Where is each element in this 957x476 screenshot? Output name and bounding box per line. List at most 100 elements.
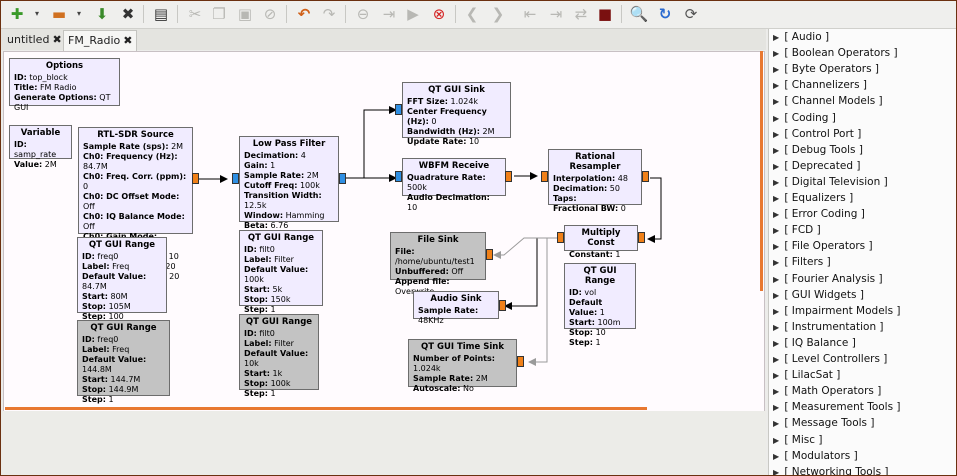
tab-close-icon[interactable]: ✖ (123, 34, 133, 47)
expander-icon[interactable]: ▶ (773, 258, 780, 268)
stop-icon[interactable]: ■ (597, 5, 613, 23)
library-category[interactable]: ▶ [ Math Operators ] (773, 383, 881, 399)
disable-icon[interactable]: ⊖ (356, 5, 370, 23)
library-category[interactable]: ▶ [ Modulators ] (773, 448, 858, 464)
bypass-icon[interactable]: ⇥ (382, 5, 396, 23)
library-category[interactable]: ▶ [ Fourier Analysis ] (773, 271, 883, 287)
expander-icon[interactable]: ▶ (773, 226, 780, 236)
expander-icon[interactable]: ▶ (773, 274, 780, 284)
rotate-ccw-icon[interactable]: ⇤ (523, 5, 537, 23)
library-category[interactable]: ▶ [ Filters ] (773, 254, 831, 270)
library-category[interactable]: ▶ [ Control Port ] (773, 126, 861, 142)
expander-icon[interactable]: ▶ (773, 242, 780, 252)
library-category[interactable]: ▶ [ Measurement Tools ] (773, 399, 901, 415)
library-category[interactable]: ▶ [ Channel Models ] (773, 93, 883, 109)
cut-icon[interactable]: ✂ (188, 5, 202, 23)
expander-icon[interactable]: ▶ (773, 338, 780, 348)
open-icon[interactable]: ▬ (51, 5, 67, 23)
rotate-cw-icon[interactable]: ⇥ (549, 5, 563, 23)
expander-icon[interactable]: ▶ (773, 419, 780, 429)
timesink-in-port[interactable] (517, 356, 524, 367)
expander-icon[interactable]: ▶ (773, 451, 780, 461)
delete-icon[interactable]: ⊘ (263, 5, 277, 23)
wbfm-in-port[interactable] (395, 171, 402, 182)
expander-icon[interactable]: ▶ (773, 129, 780, 139)
find-icon[interactable]: 🔍 (629, 5, 649, 23)
library-category[interactable]: ▶ [ Equalizers ] (773, 190, 853, 206)
library-category[interactable]: ▶ [ Channelizers ] (773, 77, 867, 93)
expander-icon[interactable]: ▶ (773, 177, 780, 187)
library-category[interactable]: ▶ [ Debug Tools ] (773, 142, 863, 158)
expander-icon[interactable]: ▶ (773, 355, 780, 364)
library-category[interactable]: ▶ [ Networking Tools ] (773, 464, 889, 475)
multiply-in-port[interactable] (557, 232, 564, 243)
library-category[interactable]: ▶ [ Level Controllers ] (773, 351, 887, 367)
tab-untitled[interactable]: untitled✖ (3, 30, 66, 50)
library-category[interactable]: ▶ [ Audio ] (773, 29, 829, 45)
kill-icon[interactable]: ⊗ (432, 5, 446, 23)
save-icon[interactable]: ⬇ (95, 5, 109, 23)
lpf-out-port[interactable] (339, 173, 346, 184)
expander-icon[interactable]: ▶ (773, 97, 780, 107)
expander-icon[interactable]: ▶ (773, 210, 780, 220)
expander-icon[interactable]: ▶ (773, 161, 780, 171)
tab-fm-radio[interactable]: FM_Radio✖ (63, 30, 138, 51)
expander-icon[interactable]: ▶ (773, 371, 780, 381)
expander-icon[interactable]: ▶ (773, 81, 780, 91)
new-icon[interactable]: ✚ (10, 5, 24, 23)
library-category[interactable]: ▶ [ Misc ] (773, 432, 822, 448)
library-category[interactable]: ▶ [ File Operators ] (773, 238, 873, 254)
expander-icon[interactable]: ▶ (773, 49, 780, 59)
new-dropdown-icon[interactable]: ▾ (34, 9, 39, 18)
undo-icon[interactable]: ↶ (297, 5, 311, 23)
refresh-icon[interactable]: ⟳ (684, 5, 698, 23)
audiosink-in-port[interactable] (499, 300, 506, 311)
guisink-in-port[interactable] (395, 104, 402, 115)
library-category[interactable]: ▶ [ Digital Television ] (773, 174, 888, 190)
redo-icon[interactable]: ↷ (322, 5, 336, 23)
expander-icon[interactable]: ▶ (773, 387, 780, 397)
library-category[interactable]: ▶ [ FCD ] (773, 222, 821, 238)
expander-icon[interactable]: ▶ (773, 113, 780, 123)
library-category[interactable]: ▶ [ Boolean Operators ] (773, 45, 898, 61)
expander-icon[interactable]: ▶ (773, 65, 780, 75)
expander-icon[interactable]: ▶ (773, 322, 780, 332)
paste-icon[interactable]: ▣ (237, 5, 253, 23)
expander-icon[interactable]: ▶ (773, 467, 780, 475)
vertical-scrollbar[interactable] (760, 51, 763, 291)
expander-icon[interactable]: ▶ (773, 403, 780, 413)
lpf-in-port[interactable] (232, 173, 239, 184)
wbfm-out-port[interactable] (505, 171, 512, 182)
run-icon[interactable]: ▶ (407, 5, 419, 23)
library-category[interactable]: ▶ [ Impairment Models ] (773, 303, 900, 319)
library-category[interactable]: ▶ [ GUI Widgets ] (773, 287, 864, 303)
expander-icon[interactable]: ▶ (773, 33, 780, 42)
back-icon[interactable]: ❮ (465, 5, 479, 23)
expander-icon[interactable]: ▶ (773, 290, 780, 300)
close-icon[interactable]: ✖ (121, 5, 135, 23)
library-category[interactable]: ▶ [ Instrumentation ] (773, 319, 884, 335)
expander-icon[interactable]: ▶ (773, 145, 780, 155)
multiply-out-port[interactable] (638, 232, 645, 243)
tab-close-icon[interactable]: ✖ (52, 33, 62, 46)
open-dropdown-icon[interactable]: ▾ (76, 9, 81, 18)
reload-icon[interactable]: ↻ (658, 5, 672, 23)
generate-icon[interactable]: ⇄ (574, 5, 588, 23)
rtl-out-port[interactable] (192, 173, 199, 184)
library-category[interactable]: ▶ [ Byte Operators ] (773, 61, 879, 77)
